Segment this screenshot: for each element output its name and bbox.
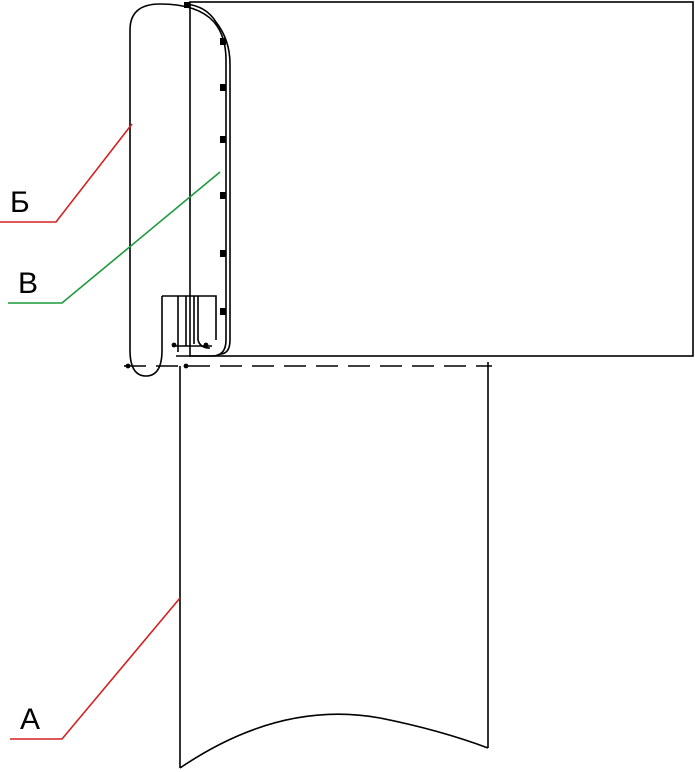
upper-panel-outline	[189, 1, 694, 357]
stitch-dot	[171, 342, 177, 348]
stitch-dot	[220, 136, 226, 143]
stitch-dot	[220, 38, 226, 45]
label-a: А	[20, 703, 40, 736]
facing-inner-fold	[185, 3, 231, 355]
stitch-dot	[220, 250, 226, 257]
label-v: В	[18, 267, 38, 300]
stitch-dot	[220, 308, 226, 315]
stitch-dot	[183, 363, 189, 369]
stitch-dot	[220, 84, 226, 91]
label-b: Б	[10, 186, 30, 219]
label-v-leader	[8, 171, 221, 304]
facing-b-outline	[129, 3, 227, 377]
lower-panel-a-outline	[179, 362, 489, 769]
stitch-dot	[125, 363, 131, 369]
stitch-dot	[203, 342, 209, 348]
seam-allowance-box	[162, 295, 217, 352]
stitch-dots	[125, 2, 226, 369]
label-b-leader	[0, 123, 133, 223]
stitch-dot	[184, 2, 190, 8]
label-a-leader	[10, 597, 181, 740]
stitch-dot	[220, 192, 226, 199]
